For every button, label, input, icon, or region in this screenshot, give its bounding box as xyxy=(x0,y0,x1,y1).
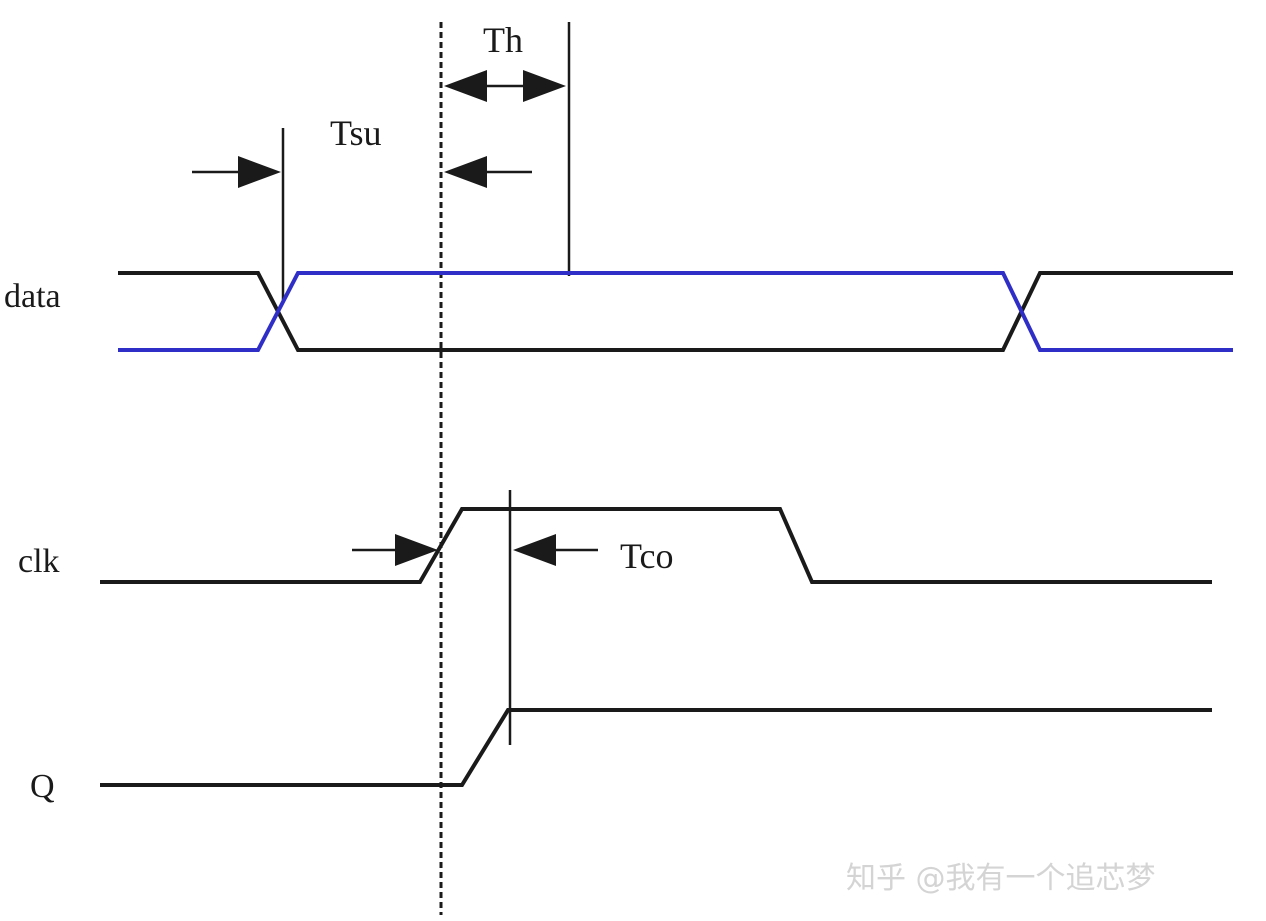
signal-label-q: Q xyxy=(30,768,55,805)
tsu-arrow xyxy=(192,156,281,188)
data-waveform-black xyxy=(118,271,1233,352)
label-th: Th xyxy=(483,20,523,60)
th-arrow xyxy=(444,70,566,102)
tco-arrow xyxy=(513,534,598,566)
label-tsu: Tsu xyxy=(330,113,382,153)
clk-waveform xyxy=(100,507,1212,584)
q-waveform xyxy=(100,708,1212,787)
label-tco: Tco xyxy=(620,536,673,576)
tsu-arrow-left xyxy=(444,156,532,188)
data-waveform-blue xyxy=(118,271,1233,352)
clk-edge-arrow xyxy=(352,534,438,566)
signal-label-data: data xyxy=(4,278,61,315)
watermark-text: 知乎 @我有一个追芯梦 xyxy=(846,861,1156,896)
signal-label-clk: clk xyxy=(18,543,60,580)
